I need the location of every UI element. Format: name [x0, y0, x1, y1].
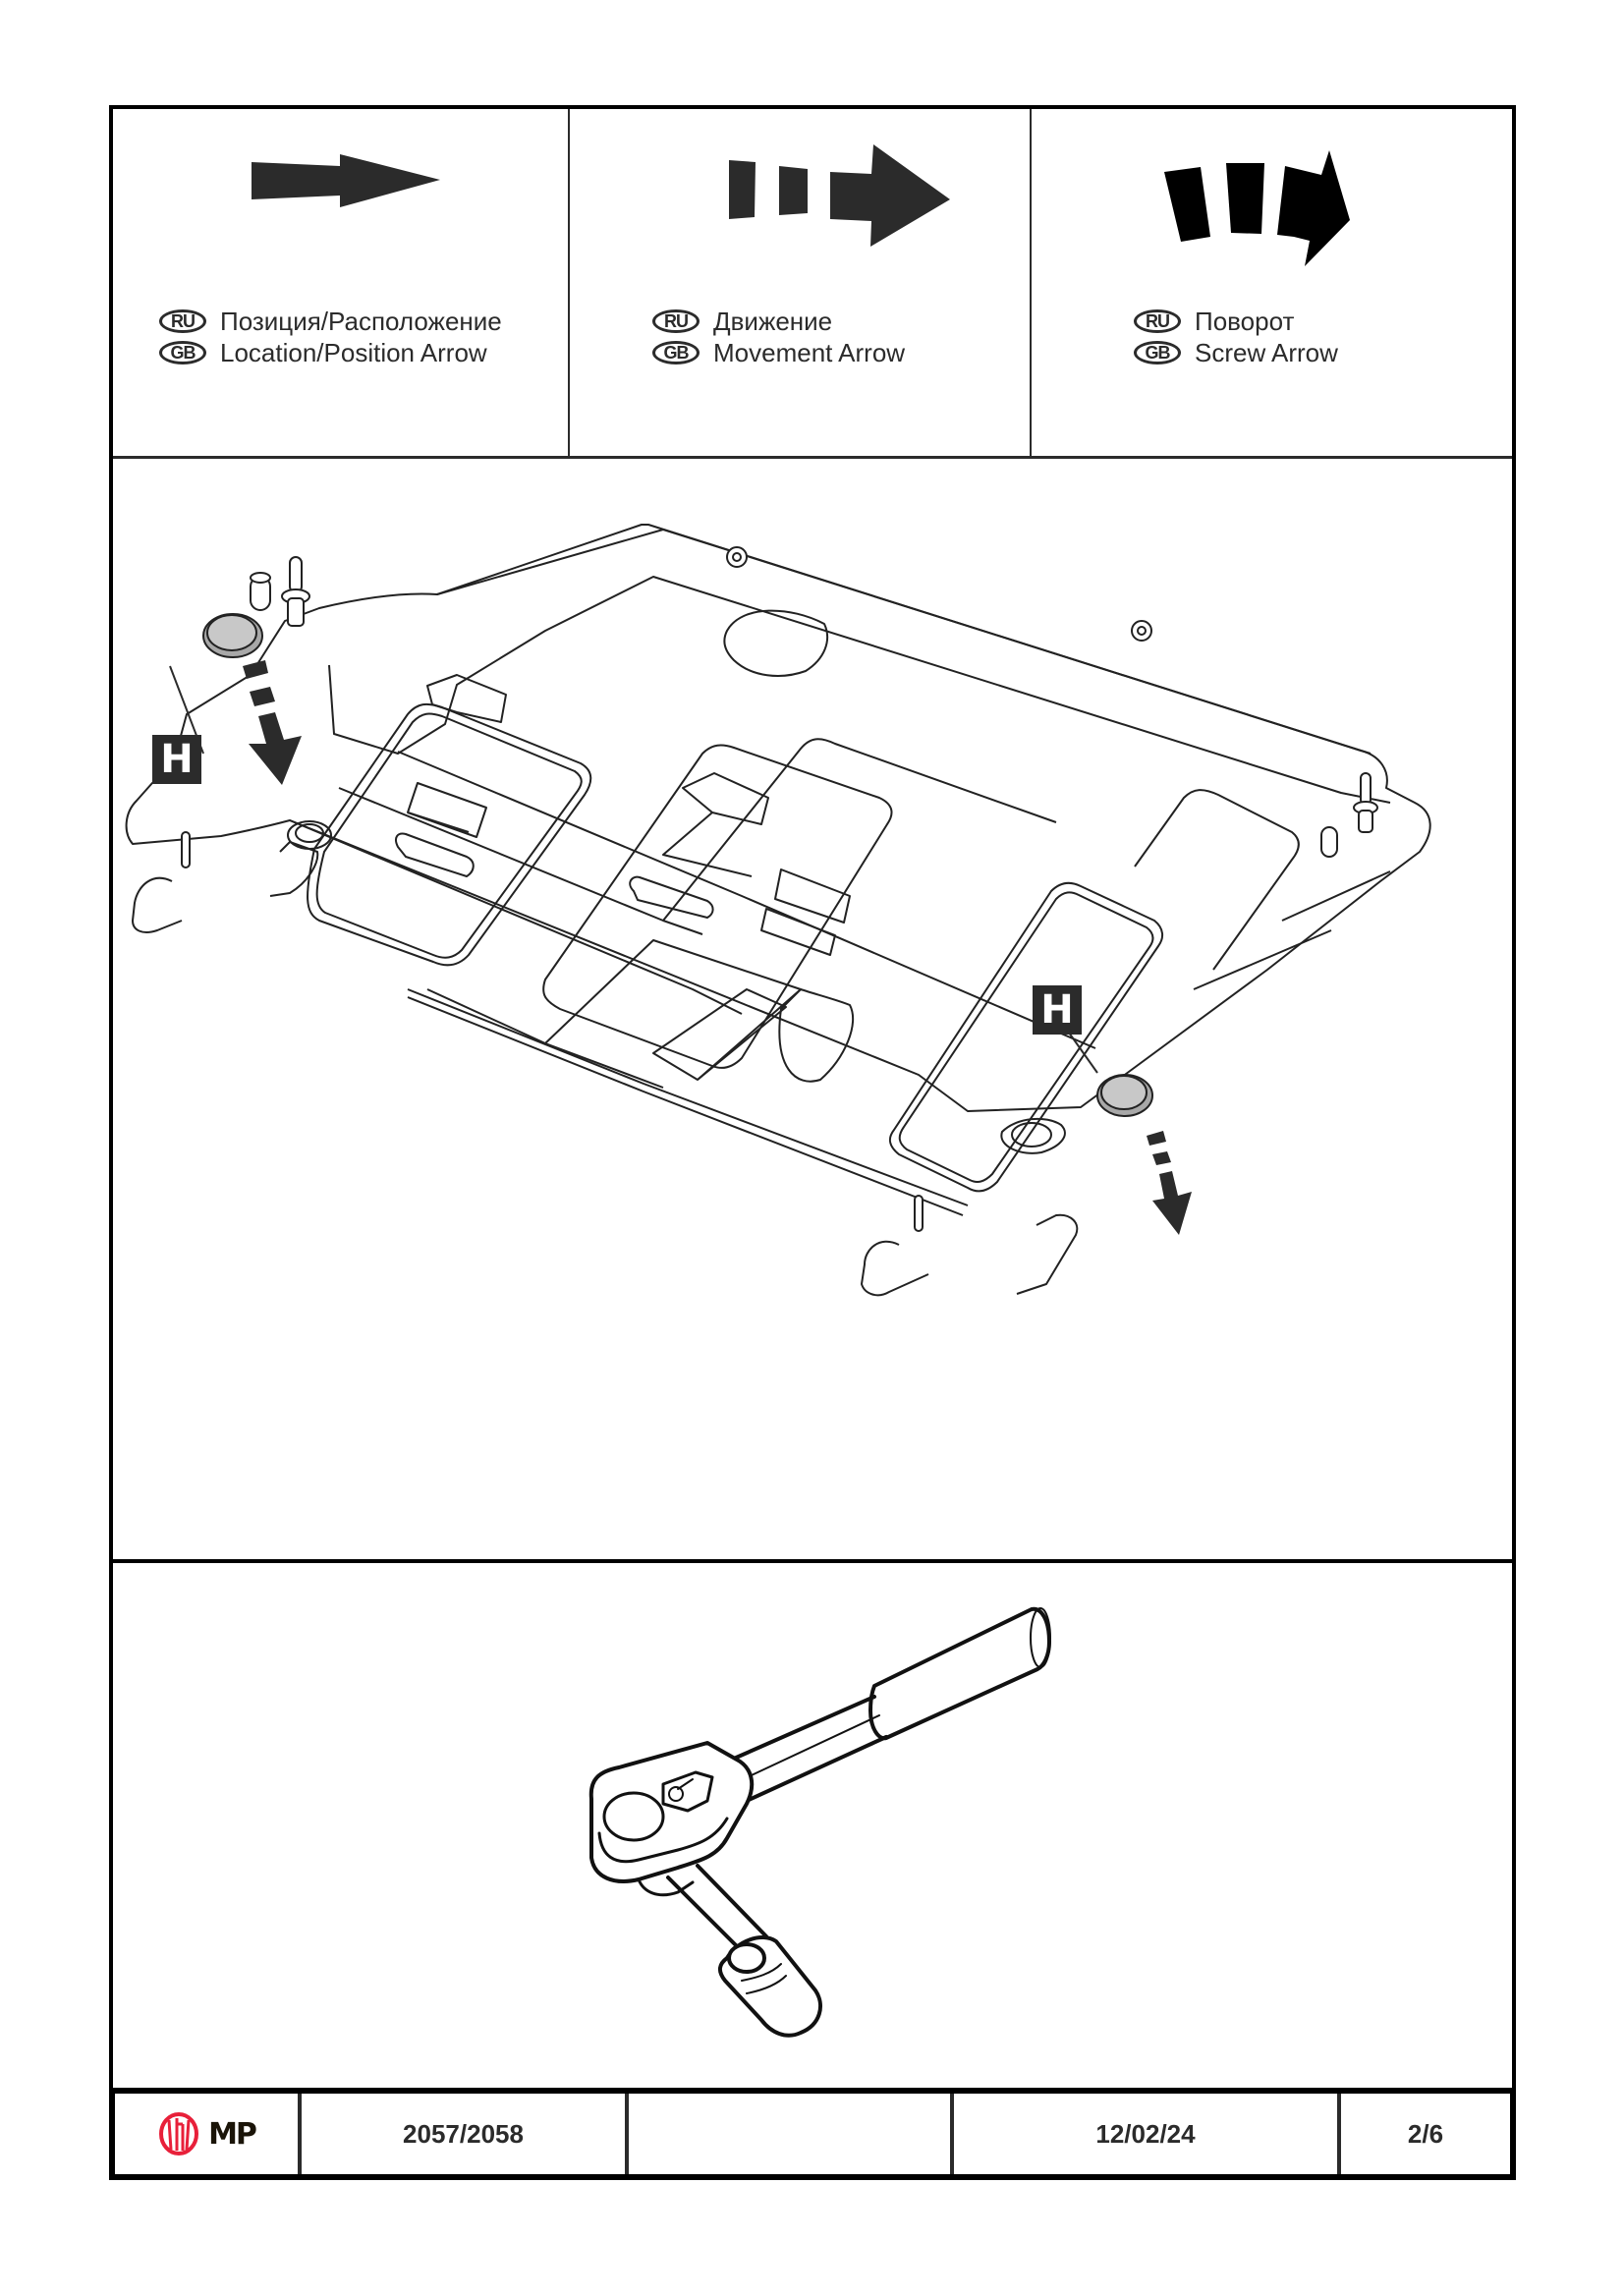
ru-badge: RU: [652, 309, 700, 333]
stud-top-left: [250, 556, 310, 627]
mp-logo-icon: [159, 2112, 199, 2156]
footer-logo-cell: MP: [115, 2094, 298, 2174]
gb-label: Screw Arrow: [1195, 338, 1338, 367]
arrow-legend: RU Позиция/Расположение GB Location/Positi…: [113, 109, 1512, 459]
ru-badge: RU: [1134, 309, 1181, 333]
ru-label: Позиция/Расположение: [220, 307, 502, 336]
screw-top: [726, 546, 748, 568]
plug-left: [202, 613, 263, 658]
plug-right: [1096, 1074, 1153, 1117]
date: 12/02/24: [950, 2094, 1337, 2174]
legend-labels: RU Поворот GB Screw Arrow: [1134, 306, 1338, 368]
ratchet-wrench-icon: [588, 1606, 1051, 2038]
skid-plate-drawing: [125, 524, 1431, 1297]
blank-cell: [625, 2094, 950, 2174]
movement-arrow-icon: [729, 144, 950, 247]
stud-bottom-right: [914, 1195, 924, 1232]
ru-label: Движение: [713, 307, 833, 336]
part-number: 2057/2058: [298, 2094, 625, 2174]
screw-top-right: [1131, 620, 1152, 642]
ru-badge: RU: [159, 309, 206, 333]
tool-panel: [109, 1563, 1516, 2090]
legend-labels: RU Движение GB Movement Arrow: [652, 306, 905, 368]
movement-arrow-left: [243, 660, 302, 785]
movement-arrow-right: [1147, 1131, 1192, 1235]
page-number: 2/6: [1337, 2094, 1510, 2174]
legend-cell-screw: RU Поворот GB Screw Arrow: [1030, 109, 1512, 456]
gb-label: Location/Position Arrow: [220, 338, 487, 367]
mounting-studs: [181, 546, 1378, 1232]
callout-h-left: H: [152, 735, 201, 784]
legend-labels: RU Позиция/Расположение GB Location/Positi…: [159, 306, 502, 368]
gb-badge: GB: [159, 341, 206, 364]
skid-plate-diagram: H H: [113, 459, 1512, 1563]
location-arrow-icon: [252, 154, 440, 207]
legend-cell-location: RU Позиция/Расположение GB Location/Positi…: [113, 109, 568, 456]
callout-h-right: H: [1033, 985, 1082, 1035]
gb-badge: GB: [1134, 341, 1181, 364]
title-block: MP 2057/2058 12/02/24 2/6: [109, 2088, 1516, 2180]
stud-right: [1320, 772, 1378, 858]
logo-text: MP: [208, 2116, 257, 2152]
gb-label: Movement Arrow: [713, 338, 906, 367]
gb-badge: GB: [652, 341, 700, 364]
stud-bottom-left: [181, 831, 191, 868]
skid-plate-outline: [125, 524, 1431, 1297]
screw-arrow-icon: [1164, 150, 1350, 266]
ru-label: Поворот: [1195, 307, 1295, 336]
legend-cell-movement: RU Движение GB Movement Arrow: [568, 109, 1030, 456]
instruction-frame: RU Позиция/Расположение GB Location/Positi…: [109, 105, 1516, 1563]
